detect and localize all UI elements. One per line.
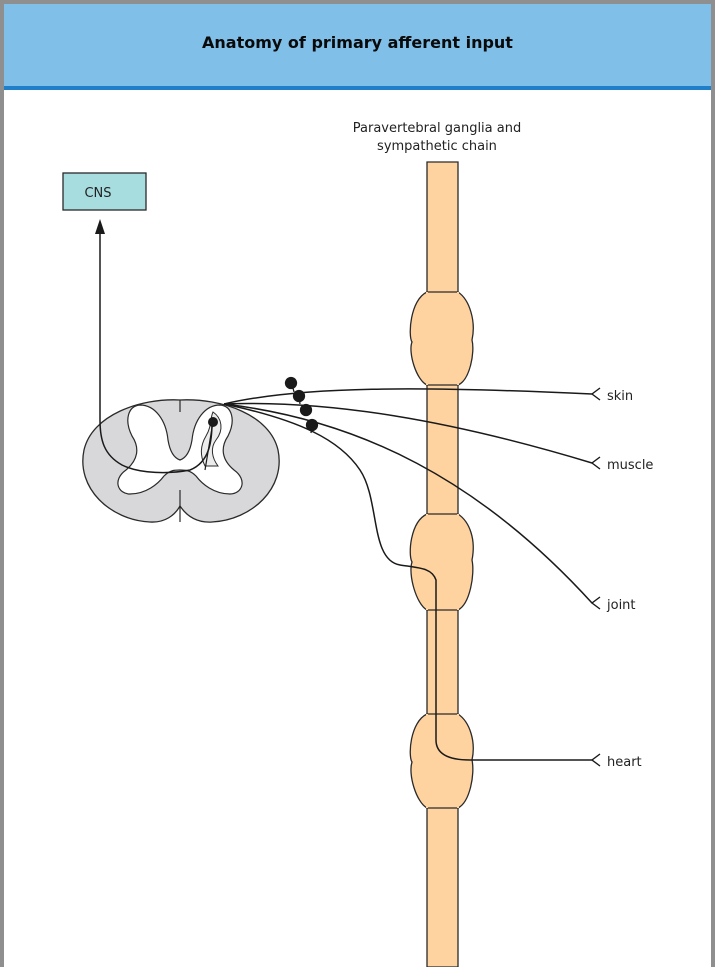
skin-ending [592,388,600,400]
ganglion-lower [410,714,473,808]
afferent-fibres [224,389,592,760]
heart-ending [592,754,600,766]
muscle-ending [592,457,600,469]
central-terminal-soma [208,417,218,427]
muscle-label: muscle [607,458,653,473]
cns-label: CNS [84,186,111,201]
cns-box: CNS [63,173,146,210]
sympathetic-chain [410,162,473,967]
joint-label: joint [606,598,636,613]
chain-label-line2: sympathetic chain [377,139,497,154]
ganglion-upper [410,292,473,385]
peripheral-endings [592,388,600,766]
ascending-arrowhead [95,219,105,234]
skin-label: skin [607,389,633,404]
ganglion-middle [410,514,473,610]
spinal-cord [83,400,279,522]
joint-ending [592,597,600,609]
skin-fibre [224,389,592,404]
joint-fibre [224,404,592,603]
heart-label: heart [607,755,642,770]
chain-label-line1: Paravertebral ganglia and [353,121,521,136]
